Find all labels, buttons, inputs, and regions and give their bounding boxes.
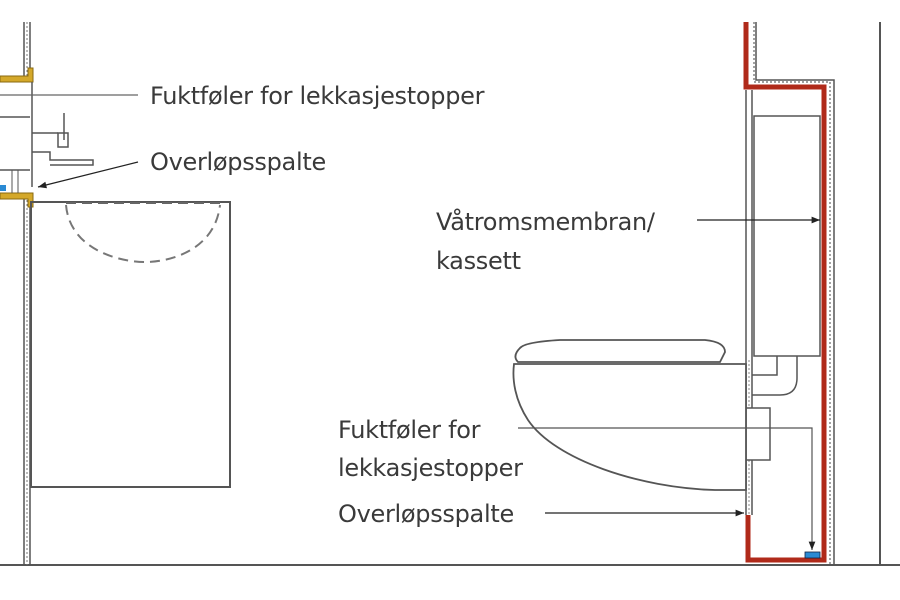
toilet-sensor-label-line1: Fuktføler for: [338, 416, 481, 444]
toilet-sensor-label-line2: lekkasjestopper: [338, 454, 523, 482]
toilet-overflow-label: Overløpsspalte: [338, 500, 514, 528]
lower-sill: [0, 192, 34, 208]
flush-pipe: [752, 356, 798, 396]
faucet-icon: [32, 113, 94, 166]
toilet-sensor-leader: [518, 427, 816, 550]
sink-overflow-label: Overløpsspalte: [150, 148, 326, 176]
toilet-bowl: [512, 339, 747, 491]
sink-sensor-icon: [0, 185, 6, 191]
membrane-label-line1: Våtromsmembran/: [436, 208, 655, 236]
cistern-box: [753, 115, 821, 357]
left-wall: [0, 22, 34, 565]
sink-overflow-arrow: [37, 161, 139, 189]
sink-sensor-label: Fuktføler for lekkasjestopper: [150, 82, 485, 110]
sink-basin-outline: [65, 204, 221, 264]
membrane-label-line2: kassett: [436, 247, 521, 275]
upper-sill: [0, 67, 34, 83]
sink-cabinet: [30, 201, 231, 488]
toilet-bracket: [745, 407, 771, 461]
toilet-sensor-icon: [804, 551, 821, 559]
